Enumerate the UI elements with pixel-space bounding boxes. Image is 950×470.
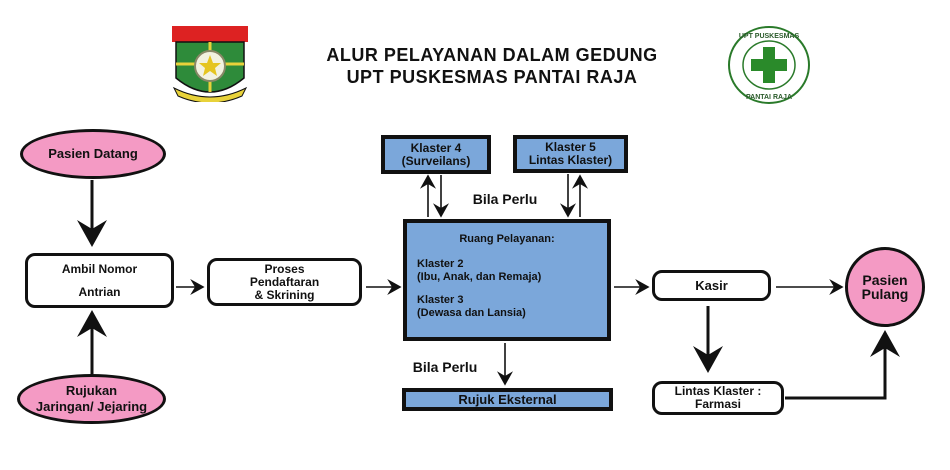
- arrow-farmasi-to-pulang: [785, 330, 900, 400]
- node-lintas-klaster-farmasi: Lintas Klaster :Farmasi: [652, 381, 784, 415]
- node-ruang-pelayanan: Ruang Pelayanan: Klaster 2 (Ibu, Anak, d…: [403, 219, 611, 341]
- logo-text: UPT PUSKESMAS: [739, 33, 800, 40]
- svg-text:PANTAI RAJA: PANTAI RAJA: [746, 94, 792, 101]
- label-bila-perlu-top: Bila Perlu: [472, 191, 538, 207]
- page-title: ALUR PELAYANAN DALAM GEDUNG UPT PUSKESMA…: [272, 44, 712, 88]
- puskesmas-logo: UPT PUSKESMAS PANTAI RAJA: [728, 26, 810, 104]
- node-rujuk-eksternal: Rujuk Eksternal: [402, 388, 613, 411]
- node-kasir: Kasir: [652, 270, 771, 301]
- title-line-1: ALUR PELAYANAN DALAM GEDUNG: [326, 45, 658, 65]
- node-pasien-datang: Pasien Datang: [20, 129, 166, 179]
- label-bila-perlu-bottom: Bila Perlu: [412, 359, 478, 375]
- title-line-2: UPT PUSKESMAS PANTAI RAJA: [346, 67, 638, 87]
- kabupaten-logo: [172, 26, 248, 102]
- node-klaster-4: Klaster 4(Surveilans): [381, 135, 491, 174]
